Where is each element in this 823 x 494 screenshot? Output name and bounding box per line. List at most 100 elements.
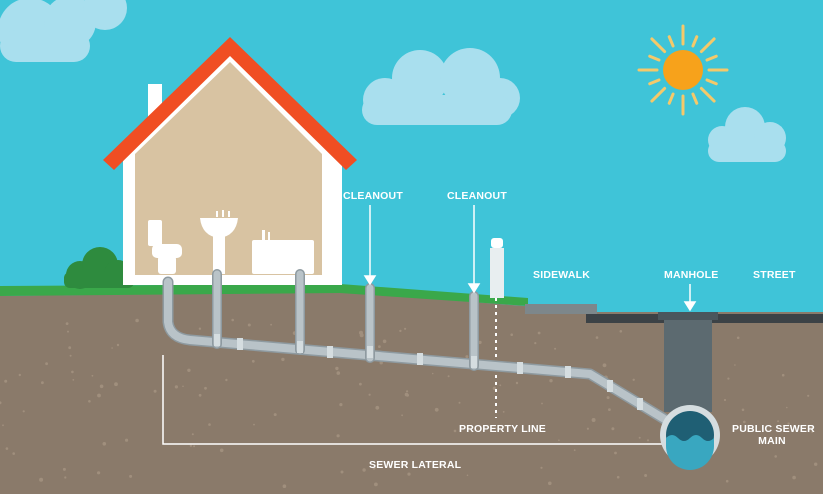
soil-speck	[69, 354, 72, 357]
soil-speck	[362, 468, 366, 472]
soil-speck	[102, 442, 107, 446]
soil-speck	[743, 420, 746, 424]
pipe-joint	[471, 356, 477, 368]
soil-speck	[404, 327, 407, 330]
soil-speck	[499, 384, 502, 387]
public-sewer-main	[660, 405, 720, 470]
soil-speck	[787, 422, 790, 425]
soil-speck	[777, 420, 780, 423]
soil-speck	[602, 363, 607, 368]
soil-speck	[336, 434, 340, 438]
sun-ray	[650, 86, 667, 103]
soil-speck	[638, 436, 641, 439]
soil-speck	[97, 393, 101, 398]
soil-speck	[741, 408, 745, 412]
soil-speck	[534, 342, 537, 345]
sun-icon	[637, 24, 729, 116]
soil-speck	[786, 406, 788, 409]
soil-speck	[515, 381, 519, 385]
soil-speck	[540, 466, 543, 469]
sun-ray	[691, 35, 699, 48]
soil-speck	[62, 467, 66, 471]
soil-speck	[191, 433, 194, 436]
soil-speck	[88, 400, 91, 403]
soil-speck	[187, 368, 191, 372]
soil-speck	[431, 372, 434, 375]
soil-speck	[247, 323, 251, 327]
toilet-icon	[148, 220, 182, 274]
soil-speck	[64, 476, 67, 479]
pipe-joint	[327, 346, 333, 358]
soil-speck	[135, 318, 139, 323]
sun-ray	[691, 92, 699, 105]
public-sewer-main-label-line2: MAIN	[758, 435, 786, 448]
pipe-joint	[417, 353, 423, 365]
soil-speck	[65, 322, 69, 325]
soil-speck	[339, 403, 343, 407]
soil-speck	[406, 390, 409, 393]
soil-speck	[807, 394, 810, 397]
pipe-joints	[214, 334, 643, 410]
pipe-joint	[297, 341, 303, 353]
cloud-icon	[362, 48, 520, 125]
soil-speck	[376, 466, 379, 469]
soil-speck	[810, 426, 814, 430]
sun-ray	[699, 86, 716, 103]
soil-speck	[0, 401, 2, 405]
sun-ray	[705, 78, 718, 86]
soil-speck	[359, 330, 363, 335]
soil-speck	[591, 418, 596, 422]
soil-speck	[614, 451, 617, 455]
soil-speck	[619, 330, 623, 333]
pipe-joint	[237, 338, 243, 350]
property-marker	[490, 238, 504, 298]
soil-speck	[554, 347, 557, 350]
soil-speck	[447, 375, 450, 378]
soil-speck	[734, 364, 736, 366]
soil-speck	[4, 379, 8, 383]
soil-speck	[558, 439, 560, 442]
soil-speck	[97, 471, 101, 475]
sun-ray	[648, 54, 661, 62]
soil-speck	[458, 401, 461, 404]
cloud-icon	[708, 107, 786, 162]
bush-icon	[64, 247, 134, 289]
soil-speck	[478, 340, 482, 345]
sink-icon	[200, 210, 238, 274]
soil-speck	[189, 444, 193, 447]
pipe-joint	[367, 346, 373, 358]
sun-ray	[699, 37, 716, 54]
soil-speck	[611, 427, 615, 431]
soil-speck	[723, 398, 727, 402]
soil-speck	[198, 327, 202, 330]
soil-speck	[644, 474, 648, 477]
soil-speck	[198, 393, 202, 397]
soil-speck	[595, 336, 599, 339]
soil-speck	[774, 455, 777, 458]
soil-speck	[368, 393, 371, 396]
public-sewer-main-label-line1: PUBLIC SEWER	[732, 423, 815, 435]
soil-speck	[374, 482, 378, 487]
public-sewer-main-label: PUBLIC SEWER MAIN	[732, 423, 815, 448]
soil-speck	[606, 396, 610, 400]
cleanout-label-2: CLEANOUT	[447, 190, 507, 202]
soil-speck	[379, 361, 383, 365]
manhole	[658, 312, 718, 412]
soil-speck	[208, 423, 211, 426]
cloud-icon	[0, 0, 127, 62]
soil-speck	[736, 336, 740, 340]
soil-speck	[251, 359, 255, 363]
soil-speck	[99, 384, 104, 389]
pipe-joint	[214, 334, 220, 346]
soil-speck	[434, 407, 439, 412]
soil-speck	[537, 331, 541, 335]
soil-speck	[153, 389, 157, 393]
soil-speck	[71, 370, 74, 374]
sidewalk-label: SIDEWALK	[533, 269, 591, 281]
soil-speck	[814, 462, 818, 466]
soil-speck	[811, 431, 814, 433]
soil-speck	[510, 333, 513, 337]
soil-speck	[401, 414, 403, 417]
soil-speck	[22, 410, 25, 413]
pipe-joint	[565, 366, 571, 378]
